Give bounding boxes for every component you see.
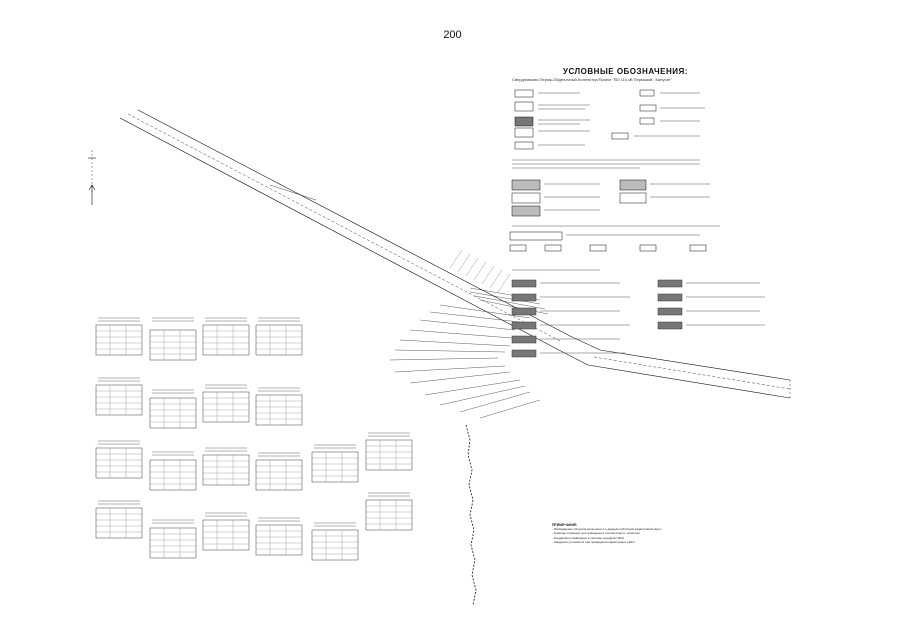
legend-swatch: [589, 244, 607, 252]
table-col-4: [255, 324, 303, 556]
legend-swatch: [511, 179, 541, 191]
legend-subtitle: Свердловская Пермь-Обделочный-Коллектор/…: [512, 77, 672, 82]
legend-swatch: [514, 89, 534, 98]
north-arrow-icon: [88, 184, 96, 205]
legend-swatch: [689, 244, 707, 252]
legend-swatch: [514, 141, 534, 150]
legend-swatch: [611, 132, 629, 140]
legend-swatch: [509, 244, 527, 252]
legend-swatch: [514, 127, 534, 138]
legend-swatch: [657, 279, 683, 288]
legend-swatch: [514, 101, 534, 112]
notes-title: ПРИМЕЧАНИЕ:: [552, 523, 578, 527]
legend-swatch: [619, 179, 647, 191]
notes-line: - Границы охранных зон приведены в соотв…: [552, 531, 640, 536]
legend-swatch: [657, 307, 683, 316]
legend-swatch: [514, 116, 534, 127]
notes-block: ПРИМЕЧАНИЕ: - Изображение объектов выпол…: [552, 523, 852, 544]
notes-line: - Сведения уточняются при проведении кад…: [552, 539, 636, 544]
legend-swatch: [657, 293, 683, 302]
legend-swatch: [544, 244, 562, 252]
notes-line: - Изображение объектов выполнено по данн…: [552, 527, 662, 532]
legend-swatch: [511, 321, 537, 330]
plan-view: [88, 109, 791, 606]
legend-swatch: [511, 335, 537, 344]
legend-swatch: [511, 307, 537, 316]
table-col-1: [95, 324, 143, 539]
legend-swatch: [511, 192, 541, 204]
table-col-5: [311, 439, 413, 561]
table-col-2: [149, 329, 197, 559]
legend-swatch: [639, 244, 657, 252]
legend-block: [509, 89, 765, 358]
coordinate-tables: [95, 317, 413, 561]
legend-swatch: [509, 231, 563, 241]
legend-swatch: [511, 205, 541, 217]
table-col-3: [202, 324, 250, 551]
legend-swatch: [639, 117, 655, 125]
legend-swatch: [511, 349, 537, 358]
legend-swatch: [511, 279, 537, 288]
notes-line: - Координаты приведены в системе координ…: [552, 535, 625, 540]
legend-title: УСЛОВНЫЕ ОБОЗНАЧЕНИЯ:: [563, 67, 688, 76]
legend-swatch: [657, 321, 683, 330]
legend-swatch: [639, 89, 655, 97]
station-labels: [389, 287, 549, 419]
legend-swatch: [639, 104, 657, 112]
corridor-hatch: [449, 249, 511, 293]
page-number: 200: [443, 29, 462, 41]
legend-swatch: [619, 192, 647, 204]
legend-swatch: [511, 293, 537, 302]
